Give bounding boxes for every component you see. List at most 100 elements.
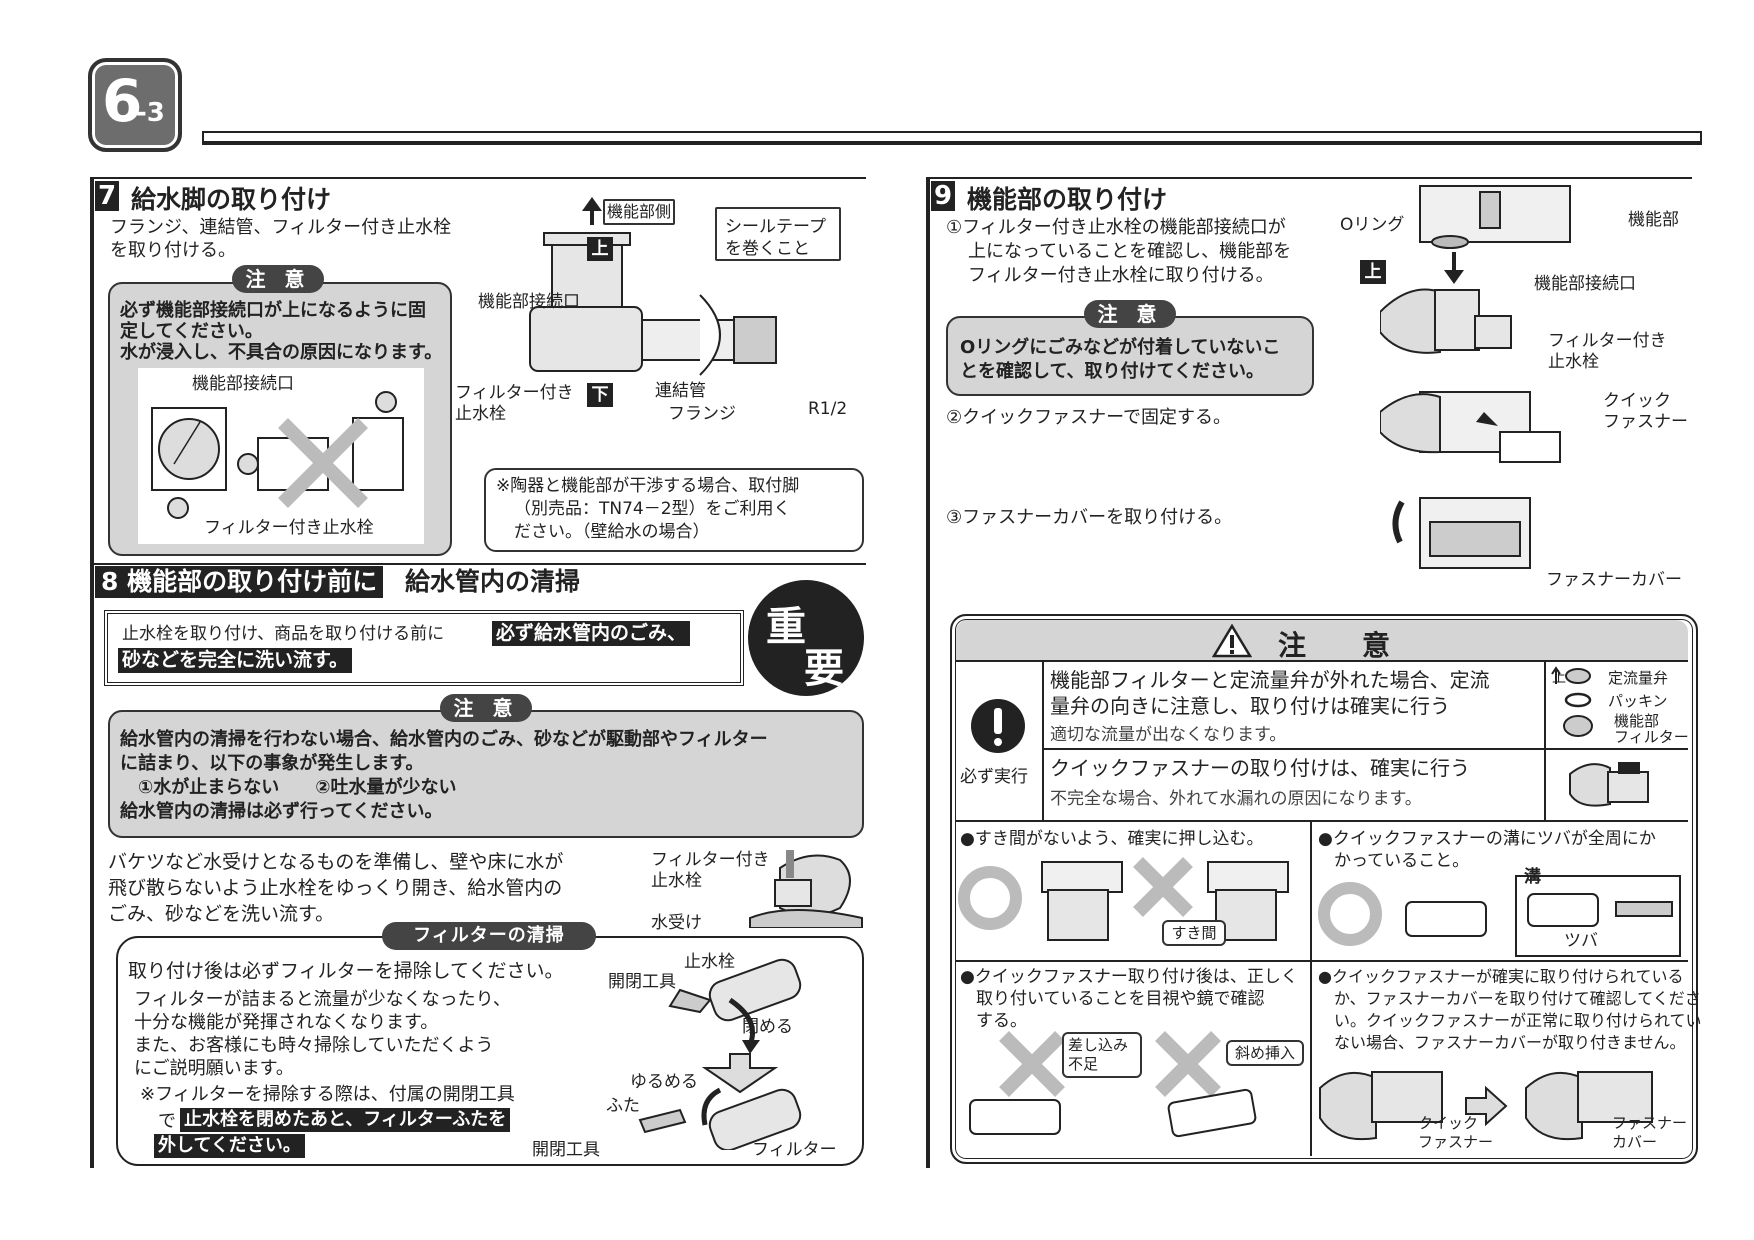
warn-c2-groove: 溝: [1524, 867, 1541, 887]
s8-caution-label: 注 意: [440, 694, 532, 722]
s7-note-1: ※陶器と機能部が干渉する場合、取付脚: [496, 476, 800, 496]
s8-title-rest: 給水管内の清掃: [405, 567, 581, 596]
warn-c4-3: い。クイックファスナーが正常に取り付けられてい: [1334, 1011, 1702, 1030]
s8-para-3: ごみ、砂などを洗い流す。: [108, 903, 335, 925]
warn-c3-tag1: 差し込み 不足: [1062, 1032, 1142, 1078]
s7-flange-label: フランジ: [668, 404, 736, 424]
left-margin-line: [90, 178, 94, 1168]
header-rule: [202, 131, 1702, 145]
s8-caution-box: [108, 710, 864, 838]
s8-filter-text-3: また、お客様にも時々掃除していただくよう: [134, 1035, 494, 1056]
warn-must-label: 必ず実行: [960, 767, 1028, 787]
s7-note-2: （別売品：TN74－2型）をご利用く: [514, 499, 791, 519]
badge-sub: -3: [136, 98, 165, 128]
s8-filter-text-2: 十分な機能が発揮されなくなります。: [134, 1012, 439, 1033]
warn-c4-1: ●クイックファスナーが確実に取り付けられている: [1318, 967, 1684, 986]
warn-grid-h: [956, 960, 1688, 962]
s9-caution-label: 注 意: [1084, 300, 1176, 328]
s9-top-rule: [926, 177, 1692, 179]
s7-caution-3: 水が浸入し、不具合の原因になります。: [120, 342, 443, 363]
s8-flush-figure: [749, 850, 863, 928]
s8-caution-2: に詰まり、以下の事象が発生します。: [120, 753, 424, 774]
center-divider: [926, 178, 930, 1168]
s9-title: 機能部の取り付け: [967, 185, 1168, 214]
warn-row-line: [1042, 748, 1688, 750]
warn-panel: [950, 614, 1698, 1164]
s8-filter-note-bold-2: 外してください。: [154, 1134, 305, 1158]
warn-r2-bold: クイックファスナーの取り付けは、確実に行う: [1050, 756, 1470, 780]
warn-c4-2: か、ファスナーカバーを取り付けて確認してくださ: [1334, 989, 1701, 1008]
s8-caution-3: ①水が止まらない ②吐水量が少ない: [138, 777, 457, 798]
s7-caution-2: 定してください。: [120, 321, 263, 342]
s9-step3: ③ファスナーカバーを取り付ける。: [946, 507, 1233, 528]
warn-c4-4: ない場合、ファスナーカバーが取り付きません。: [1334, 1033, 1686, 1052]
warn-c2-1: ●クイックファスナーの溝にツバが全周にか: [1318, 829, 1656, 849]
s9-fastener-label-1: クイック: [1603, 391, 1671, 411]
s7-down-tag: 下: [587, 383, 613, 407]
s9-connector-label: 機能部接続口: [1534, 274, 1636, 294]
s9-caution-1: Oリングにごみなどが付着していないこ: [960, 337, 1281, 358]
s7-pipe-label: 連結管: [655, 381, 706, 401]
s8-main-box: [104, 610, 744, 686]
warn-r1-packing: パッキン: [1608, 692, 1668, 710]
s7-intro-2: を取り付ける。: [110, 240, 236, 261]
s8-title-black: 8 機能部の取り付け前に: [95, 566, 384, 598]
s8-filter-text-4: にご説明願います。: [134, 1058, 294, 1079]
s8-filter-fig-loosen: ゆるめる: [630, 1072, 698, 1092]
s8-important-2: 要: [804, 646, 844, 692]
s9-step1-1: ①フィルター付き止水栓の機能部接続口が: [946, 217, 1286, 238]
s8-filter-fig-close: 閉める: [742, 1017, 793, 1037]
s8-filter-note-plain: ※フィルターを掃除する際は、付属の開閉工具: [140, 1084, 515, 1105]
s9-up-tag: 上: [1360, 260, 1386, 284]
s7-seal-tape-2: を巻くこと: [725, 239, 810, 259]
warn-title: 注 意: [1278, 629, 1391, 662]
section-badge: 6 -3: [88, 58, 182, 152]
s9-cover-label: ファスナーカバー: [1546, 570, 1682, 590]
warn-r1-valve: 定流量弁: [1608, 669, 1669, 687]
s8-para-1: バケツなど水受けとなるものを準備し、壁や床に水が: [108, 851, 564, 873]
s8-caution-4: 給水管内の清掃は必ず行ってください。: [120, 801, 443, 822]
s9-number: 9: [931, 181, 955, 211]
s8-filter-text-1: フィルターが詰まると流量が少なくなったり、: [134, 989, 511, 1010]
warn-r1-sub: 適切な流量が出なくなります。: [1050, 725, 1287, 745]
warn-c1-figure: [958, 857, 1289, 941]
warn-c1-tag: すき間: [1162, 920, 1226, 946]
s9-fastener-label-2: ファスナー: [1603, 412, 1688, 432]
s8-para-2: 飛び散らないよう止水栓をゆっくり開き、給水管内の: [108, 877, 563, 899]
warn-r1-bold-2: 量弁の向きに注意し、取り付けは確実に行う: [1050, 694, 1450, 718]
s8-filter-note-bold-1: 止水栓を閉めたあと、フィルターふたを: [180, 1108, 511, 1132]
s7-title: 給水脚の取り付け: [131, 185, 332, 214]
s7-assembly-diagram: [529, 197, 777, 376]
s7-up-tag: 上: [587, 237, 613, 261]
warn-c3-3: する。: [976, 1011, 1027, 1031]
s7-valve-label-1: フィルター付き: [455, 383, 574, 403]
s7-top-rule: [90, 177, 866, 179]
warn-r1-filter-1: 機能部: [1614, 712, 1660, 730]
s8-main-plain: 止水栓を取り付け、商品を取り付ける前に: [122, 624, 445, 644]
warn-header: [956, 620, 1688, 662]
s7-figure-panel: [138, 368, 424, 544]
s8-filter-fig-tool1: 開閉工具: [608, 972, 676, 992]
valve-parts-figure: [1551, 666, 1593, 737]
warn-c4-label1-1: クイック: [1418, 1114, 1479, 1132]
s7-thread-label: R1/2: [808, 399, 848, 419]
warn-mid-line: [956, 820, 1688, 822]
warn-grid-v: [1310, 822, 1312, 1156]
s7-seal-tape-1: シールテープ: [725, 217, 826, 237]
warn-r2-sub: 不完全な場合、外れて水漏れの原因になります。: [1050, 789, 1422, 809]
s7-note-3: ださい。（壁給水の場合）: [514, 522, 710, 542]
warn-c4-figure: [1319, 1071, 1653, 1141]
s7-seal-tape-box: シールテープ を巻くこと: [715, 207, 841, 261]
warn-c3-1: ●クイックファスナー取り付け後は、正しく: [960, 967, 1298, 987]
s9-caution-box: [946, 316, 1314, 396]
s7-orientation-figure: [151, 391, 404, 519]
s8-filter-fig-valve: 止水栓: [684, 952, 735, 972]
s7-note-box: [484, 468, 864, 552]
warn-c4-label2-2: カバー: [1612, 1133, 1658, 1151]
s7-fig-label-valve: フィルター付き止水栓: [204, 518, 374, 538]
s8-fig-receiver: 水受け: [651, 913, 702, 933]
s8-important-badge: 重 要: [748, 580, 864, 696]
warn-c2-figure: [1318, 875, 1681, 957]
badge-main: 6: [102, 67, 143, 135]
warn-c3-2: 取り付いていることを目視や鏡で確認: [976, 989, 1265, 1009]
